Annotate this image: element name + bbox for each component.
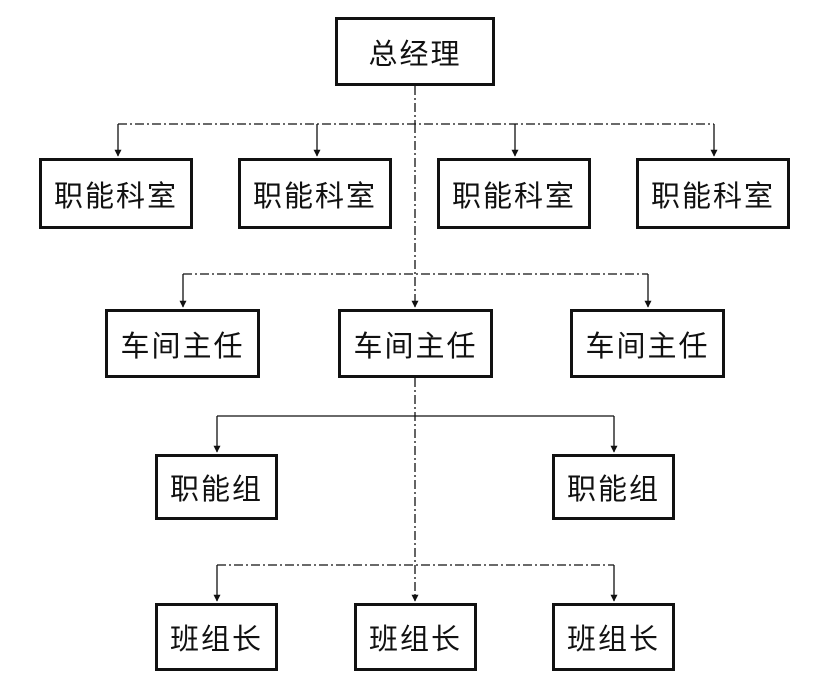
functional-department-box: 职能科室 <box>238 158 392 229</box>
functional-group-box: 职能组 <box>552 454 675 520</box>
workshop-director-box: 车间主任 <box>105 309 260 378</box>
functional-department-box: 职能科室 <box>39 158 193 229</box>
team-leader-box: 班组长 <box>552 603 675 671</box>
workshop-director-box: 车间主任 <box>570 309 725 378</box>
functional-department-box: 职能科室 <box>636 158 790 229</box>
functional-group-box: 职能组 <box>155 454 278 520</box>
team-leader-box: 班组长 <box>354 603 477 671</box>
functional-department-box: 职能科室 <box>437 158 591 229</box>
workshop-director-box: 车间主任 <box>338 309 493 378</box>
general-manager-box: 总经理 <box>335 17 495 86</box>
team-leader-box: 班组长 <box>155 603 278 671</box>
